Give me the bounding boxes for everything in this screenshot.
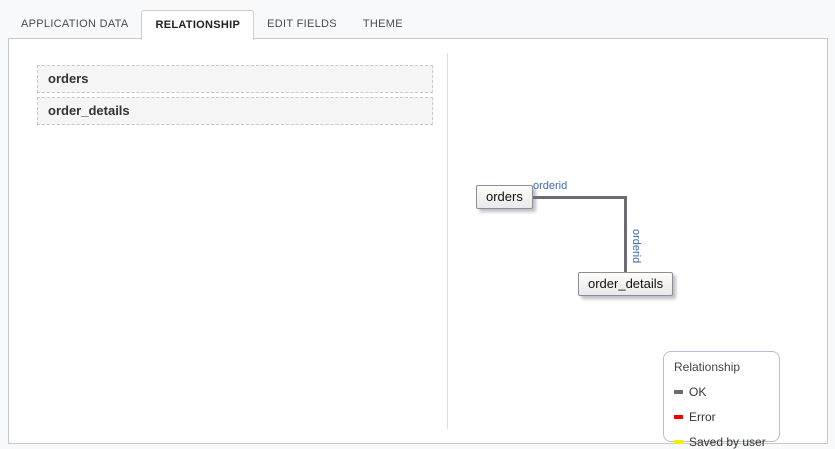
legend-label-saved-by-user: Saved by user bbox=[689, 435, 766, 449]
edge-field-label-order-details: orderid bbox=[630, 229, 642, 264]
tab-edit-fields[interactable]: EDIT FIELDS bbox=[267, 18, 337, 30]
relationship-panel: orders order_details orderid orderid ord… bbox=[8, 38, 828, 449]
relationship-edge-horizontal bbox=[528, 196, 627, 199]
legend-label-ok: OK bbox=[689, 385, 707, 399]
relationship-legend: Relationship OK Error Saved by user bbox=[663, 351, 780, 449]
edge-field-label-orders: orderid bbox=[533, 180, 568, 192]
tab-theme[interactable]: THEME bbox=[362, 18, 403, 30]
legend-label-error: Error bbox=[689, 410, 716, 424]
legend-item-saved-by-user: Saved by user bbox=[674, 435, 769, 449]
table-list: orders order_details bbox=[37, 65, 433, 129]
relationship-edge-vertical bbox=[624, 196, 627, 273]
table-list-item-orders[interactable]: orders bbox=[37, 65, 433, 93]
legend-color-chip-error bbox=[674, 415, 683, 419]
tab-application-data[interactable]: APPLICATION DATA bbox=[21, 18, 129, 30]
table-list-item-order-details[interactable]: order_details bbox=[37, 97, 433, 125]
panel-divider bbox=[447, 53, 448, 429]
tab-relationship[interactable]: RELATIONSHIP bbox=[141, 10, 255, 40]
legend-title: Relationship bbox=[674, 360, 741, 374]
legend-item-error: Error bbox=[674, 410, 769, 424]
legend-color-chip-ok bbox=[674, 390, 683, 394]
legend-color-chip-saved-by-user bbox=[674, 440, 683, 444]
diagram-node-orders[interactable]: orders bbox=[476, 185, 533, 209]
tab-bar: APPLICATION DATA RELATIONSHIP EDIT FIELD… bbox=[8, 10, 416, 40]
legend-item-ok: OK bbox=[674, 385, 769, 399]
diagram-node-order-details[interactable]: order_details bbox=[578, 272, 674, 296]
